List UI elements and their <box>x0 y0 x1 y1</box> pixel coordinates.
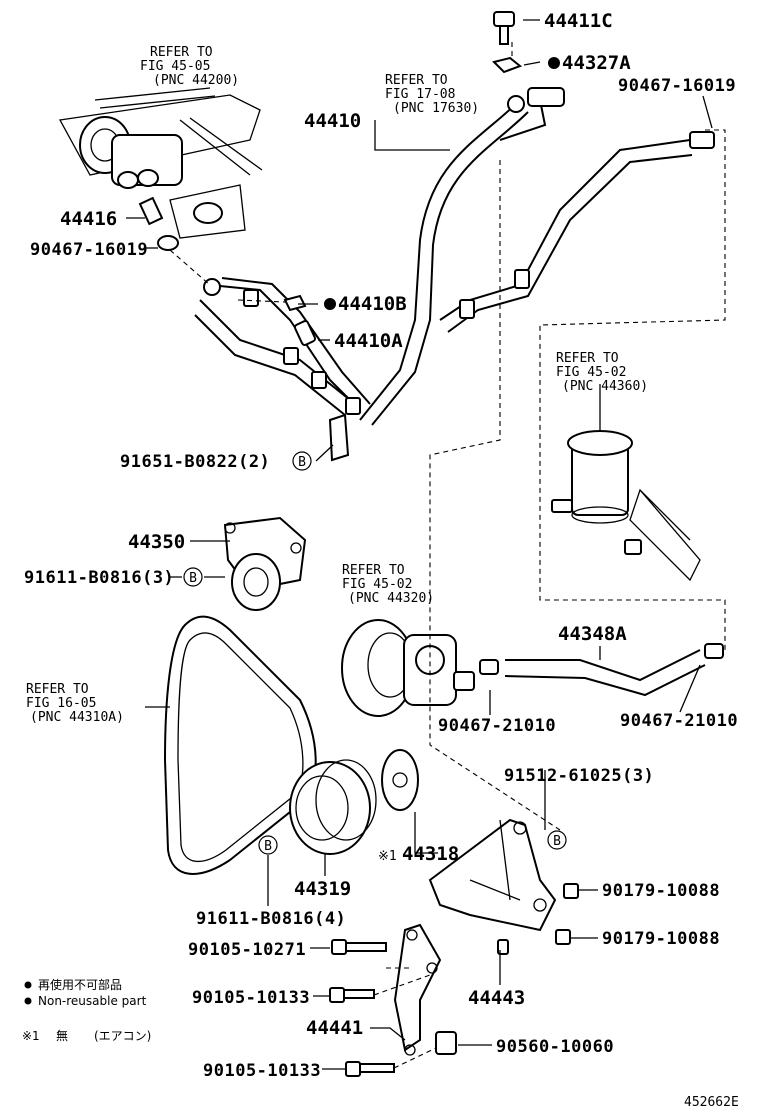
part-label: 90467-16019 <box>30 240 148 260</box>
steering-gear-drawing <box>58 87 263 251</box>
refer-to-block: REFER TO FIG 45-02 (PNC 44320) <box>342 563 434 606</box>
svg-text:FIG 45-05: FIG 45-05 <box>140 59 210 74</box>
part-label: 44441 <box>306 1017 363 1039</box>
part-label: 91512-61025(3) <box>504 766 654 786</box>
svg-text:(PNC 17630): (PNC 17630) <box>393 101 479 116</box>
part-label: 44410 <box>304 110 361 132</box>
reservoir-drawing <box>551 430 701 582</box>
part-label: 44348A <box>558 623 627 645</box>
part-label: 90467-16019 <box>618 76 736 96</box>
non-reusable-dot <box>324 298 336 310</box>
part-label: 91611-B0816(4) <box>196 909 346 929</box>
part-label: 90179-10088 <box>602 881 720 901</box>
b-marker: B <box>292 451 312 471</box>
brackets-drawing <box>393 818 557 1056</box>
svg-text:REFER TO: REFER TO <box>342 563 405 578</box>
part-label: 91651-B0822(2) <box>120 452 270 472</box>
bolts-drawing <box>329 883 579 1077</box>
part-label: 44319 <box>294 878 351 900</box>
part-label: 44350 <box>128 531 185 553</box>
b-marker: B <box>183 567 203 587</box>
part-label: 90467-21010 <box>438 716 556 736</box>
svg-text:FIG 16-05: FIG 16-05 <box>26 696 96 711</box>
union-bolt-drawing <box>492 11 522 74</box>
return-hose-drawing <box>479 643 724 697</box>
svg-text:FIG 45-02: FIG 45-02 <box>556 365 626 380</box>
non-reusable-dot <box>548 57 560 69</box>
svg-text:FIG 45-02: FIG 45-02 <box>342 577 412 592</box>
crank-pulley-drawing <box>289 749 419 855</box>
part-label: 91611-B0816(3) <box>24 568 174 588</box>
part-label: 90467-21010 <box>620 711 738 731</box>
legend-jp: 再使用不可部品 <box>38 977 122 992</box>
part-label: 44410A <box>334 330 403 352</box>
part-label: 90105-10271 <box>188 940 306 960</box>
diagram-id: 452662E <box>684 1095 739 1110</box>
part-label: 90560-10060 <box>496 1037 614 1057</box>
svg-text:REFER TO: REFER TO <box>556 351 619 366</box>
refer-to-block: REFER TO FIG 45-02 (PNC 44360) <box>556 351 648 394</box>
refer-to-block: REFER TO FIG 45-05 (PNC 44200) <box>140 45 239 88</box>
legend-note-mark: ※1 <box>22 1029 40 1043</box>
svg-text:(PNC 44320): (PNC 44320) <box>348 591 434 606</box>
note-mark: ※1 <box>378 849 397 864</box>
pump-drawing <box>341 619 475 717</box>
refer-to-block: REFER TO FIG 17-08 (PNC 17630) <box>385 73 479 116</box>
v-belt-drawing <box>163 615 317 875</box>
dashed-reference-lines <box>169 42 726 1069</box>
fittings-drawing <box>283 294 317 346</box>
part-label: 44410B <box>338 293 407 315</box>
b-marker: B <box>547 830 567 850</box>
part-label: 44327A <box>562 52 631 74</box>
svg-text:(PNC 44360): (PNC 44360) <box>562 379 648 394</box>
part-label: 90105-10133 <box>192 988 310 1008</box>
svg-text:REFER TO: REFER TO <box>150 45 213 60</box>
part-label: 44411C <box>544 10 613 32</box>
svg-text:B: B <box>189 571 197 586</box>
svg-text:B: B <box>553 834 561 849</box>
refer-to-block: REFER TO FIG 16-05 (PNC 44310A) <box>26 682 124 725</box>
legend: 再使用不可部品 Non-reusable part ※1 無 (エアコン) <box>22 977 151 1043</box>
pressure-hose-drawing <box>194 87 715 462</box>
part-label: 44318 <box>402 843 459 865</box>
b-marker: B <box>258 835 278 855</box>
svg-text:(PNC 44200): (PNC 44200) <box>153 73 239 88</box>
part-label: 44443 <box>468 987 525 1009</box>
svg-text:REFER TO: REFER TO <box>385 73 448 88</box>
legend-note-jp2: (エアコン) <box>94 1029 151 1043</box>
legend-en: Non-reusable part <box>38 994 147 1008</box>
leader-lines <box>126 19 713 1070</box>
part-label: 90179-10088 <box>602 929 720 949</box>
svg-text:B: B <box>264 839 272 854</box>
svg-text:FIG 17-08: FIG 17-08 <box>385 87 455 102</box>
svg-text:(PNC 44310A): (PNC 44310A) <box>30 710 124 725</box>
legend-note-jp1: 無 <box>56 1028 68 1043</box>
part-label: 44416 <box>60 208 117 230</box>
part-label: 90105-10133 <box>203 1061 321 1081</box>
svg-text:REFER TO: REFER TO <box>26 682 89 697</box>
svg-text:B: B <box>298 455 306 470</box>
idler-pulley-drawing <box>223 516 307 611</box>
